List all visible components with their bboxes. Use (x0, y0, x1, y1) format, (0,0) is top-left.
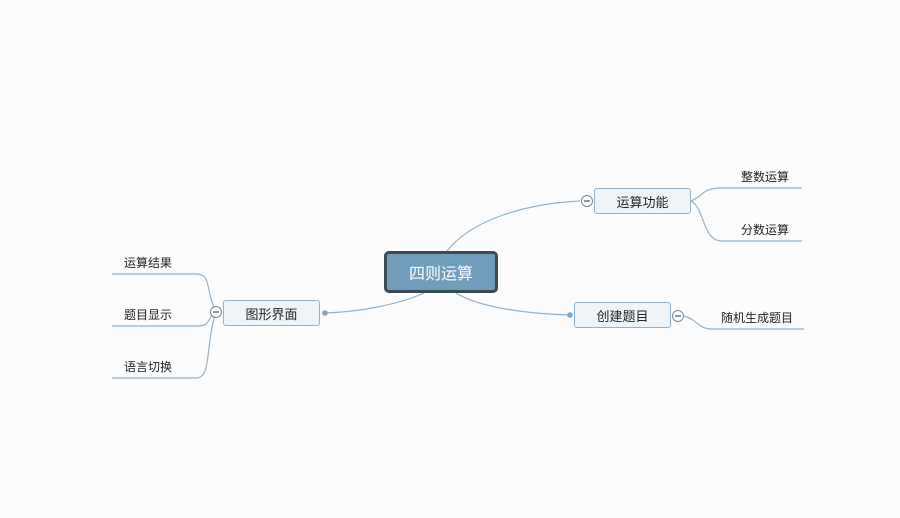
subtopic-xianshi[interactable]: 题目显示 (124, 307, 173, 322)
subtopic-qiehuan[interactable]: 语言切换 (124, 359, 173, 374)
subtopic-suiji[interactable]: 随机生成题目 (721, 310, 794, 325)
branch-topic-chuangjian[interactable]: 创建题目 (574, 302, 671, 328)
collapse-toggle-tuxing[interactable] (210, 306, 222, 318)
collapse-toggle-yunsuan[interactable] (581, 195, 593, 207)
branch-topic-tuxing[interactable]: 图形界面 (223, 300, 320, 326)
branch-topic-yunsuan[interactable]: 运算功能 (594, 188, 691, 214)
edge-yunsuan-fenshu (690, 200, 723, 242)
connector-dot-tuxing (322, 310, 328, 316)
subtopic-jieguo[interactable]: 运算结果 (124, 255, 173, 270)
edge-tuxing-jieguo (195, 273, 217, 313)
root-topic[interactable]: 四则运算 (384, 251, 498, 293)
edge-chuangjian-suiji (683, 315, 713, 330)
edge-yunsuan-zhengshu (690, 187, 723, 202)
edge-root-tuxing (324, 292, 425, 314)
edge-root-chuangjian (455, 292, 571, 316)
edge-tuxing-qiehuan (195, 311, 217, 379)
collapse-toggle-chuangjian[interactable] (672, 310, 684, 322)
subtopic-fenshu[interactable]: 分数运算 (741, 222, 790, 237)
subtopic-zhengshu[interactable]: 整数运算 (741, 169, 790, 184)
connector-dot-chuangjian (567, 312, 573, 318)
edge-root-yunsuan (446, 200, 581, 252)
